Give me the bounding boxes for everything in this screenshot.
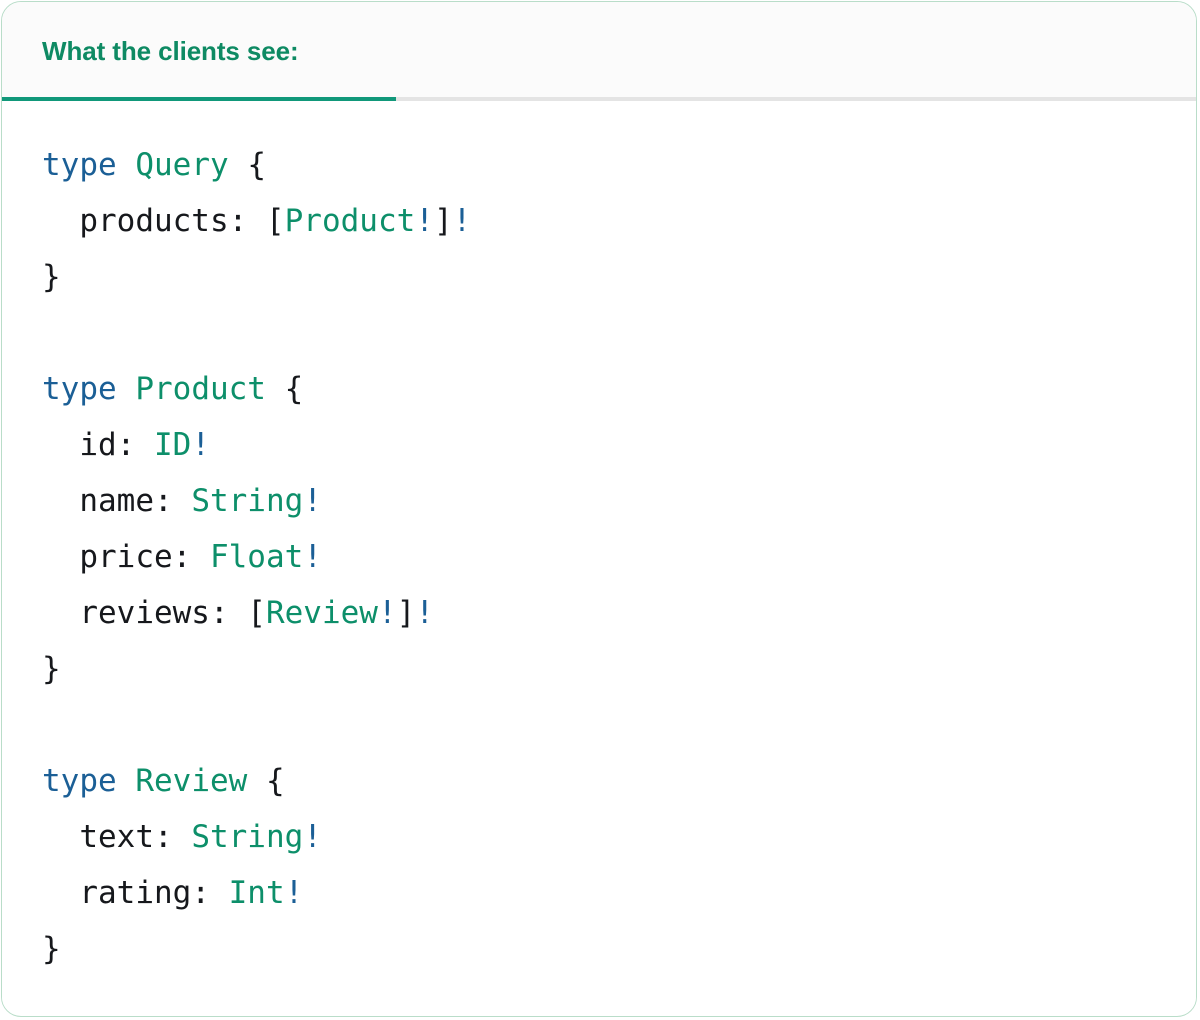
code-token <box>42 819 79 855</box>
code-line: type Query { <box>42 137 1196 193</box>
code-token: ! <box>284 875 304 911</box>
code-line: } <box>42 641 1196 697</box>
code-token: Review <box>265 595 378 631</box>
code-token: name <box>79 483 154 519</box>
code-token: : <box>172 539 210 575</box>
code-line <box>42 697 1196 753</box>
code-token: : <box>191 875 229 911</box>
code-token: Review <box>135 763 248 799</box>
code-token: String <box>191 483 304 519</box>
code-token: ! <box>415 203 434 239</box>
tab-bar-rule <box>2 97 1196 101</box>
code-line: products: [Product!]! <box>42 193 1196 249</box>
code-line: price: Float! <box>42 529 1196 585</box>
code-token <box>42 539 79 575</box>
code-token: ] <box>396 595 416 631</box>
code-line <box>42 305 1196 361</box>
code-token <box>42 203 79 239</box>
code-line: name: String! <box>42 473 1196 529</box>
code-token: : <box>116 427 154 463</box>
code-token: reviews <box>79 595 210 631</box>
code-token: rating <box>79 875 192 911</box>
code-token: : <box>153 483 192 519</box>
code-line: type Product { <box>42 361 1196 417</box>
code-token: { <box>265 371 304 407</box>
code-token: Product <box>135 371 266 407</box>
code-token: ! <box>377 595 397 631</box>
code-token <box>117 147 136 183</box>
code-token: products <box>79 203 229 239</box>
code-token: ! <box>303 819 322 855</box>
code-line: text: String! <box>42 809 1196 865</box>
code-line: id: ID! <box>42 417 1196 473</box>
tab-what-the-clients-see[interactable]: What the clients see: <box>2 2 396 101</box>
active-tab-underline <box>2 97 396 101</box>
code-token: ! <box>452 203 472 239</box>
code-token <box>42 427 79 463</box>
tab-label: What the clients see: <box>42 36 299 66</box>
code-token: } <box>42 651 61 687</box>
code-token <box>117 371 136 407</box>
code-token <box>117 763 136 799</box>
code-token: id <box>79 427 117 463</box>
code-line: } <box>42 921 1196 977</box>
code-token: Float <box>209 539 304 575</box>
code-token: text <box>79 819 154 855</box>
code-viewer[interactable]: type Query { products: [Product!]!} type… <box>2 101 1196 1014</box>
code-line: rating: Int! <box>42 865 1196 921</box>
code-token: type <box>42 147 117 183</box>
code-token <box>42 595 79 631</box>
code-token <box>42 875 79 911</box>
code-token: { <box>247 763 285 799</box>
code-token: ] <box>433 203 453 239</box>
code-token: Int <box>228 875 285 911</box>
code-token <box>42 483 79 519</box>
code-token: { <box>228 147 266 183</box>
code-token: Product <box>284 203 416 239</box>
code-token: ! <box>303 539 322 575</box>
code-token: : [ <box>209 595 266 631</box>
code-token: Query <box>135 147 229 183</box>
code-token: ID <box>153 427 192 463</box>
code-token: type <box>42 763 117 799</box>
active-tab-underline-wrap <box>2 97 396 101</box>
code-token: ! <box>303 483 322 519</box>
code-token: String <box>191 819 304 855</box>
code-token: type <box>42 371 117 407</box>
code-line: } <box>42 249 1196 305</box>
graphql-schema-code: type Query { products: [Product!]!} type… <box>2 101 1196 977</box>
code-line: reviews: [Review!]! <box>42 585 1196 641</box>
code-token: ! <box>191 427 210 463</box>
code-token: : [ <box>228 203 285 239</box>
code-line: type Review { <box>42 753 1196 809</box>
code-token: } <box>42 931 61 967</box>
code-token: price <box>79 539 173 575</box>
code-token: : <box>153 819 192 855</box>
code-token: } <box>42 259 61 295</box>
code-token: ! <box>415 595 434 631</box>
tab-bar: What the clients see: <box>2 2 1196 101</box>
